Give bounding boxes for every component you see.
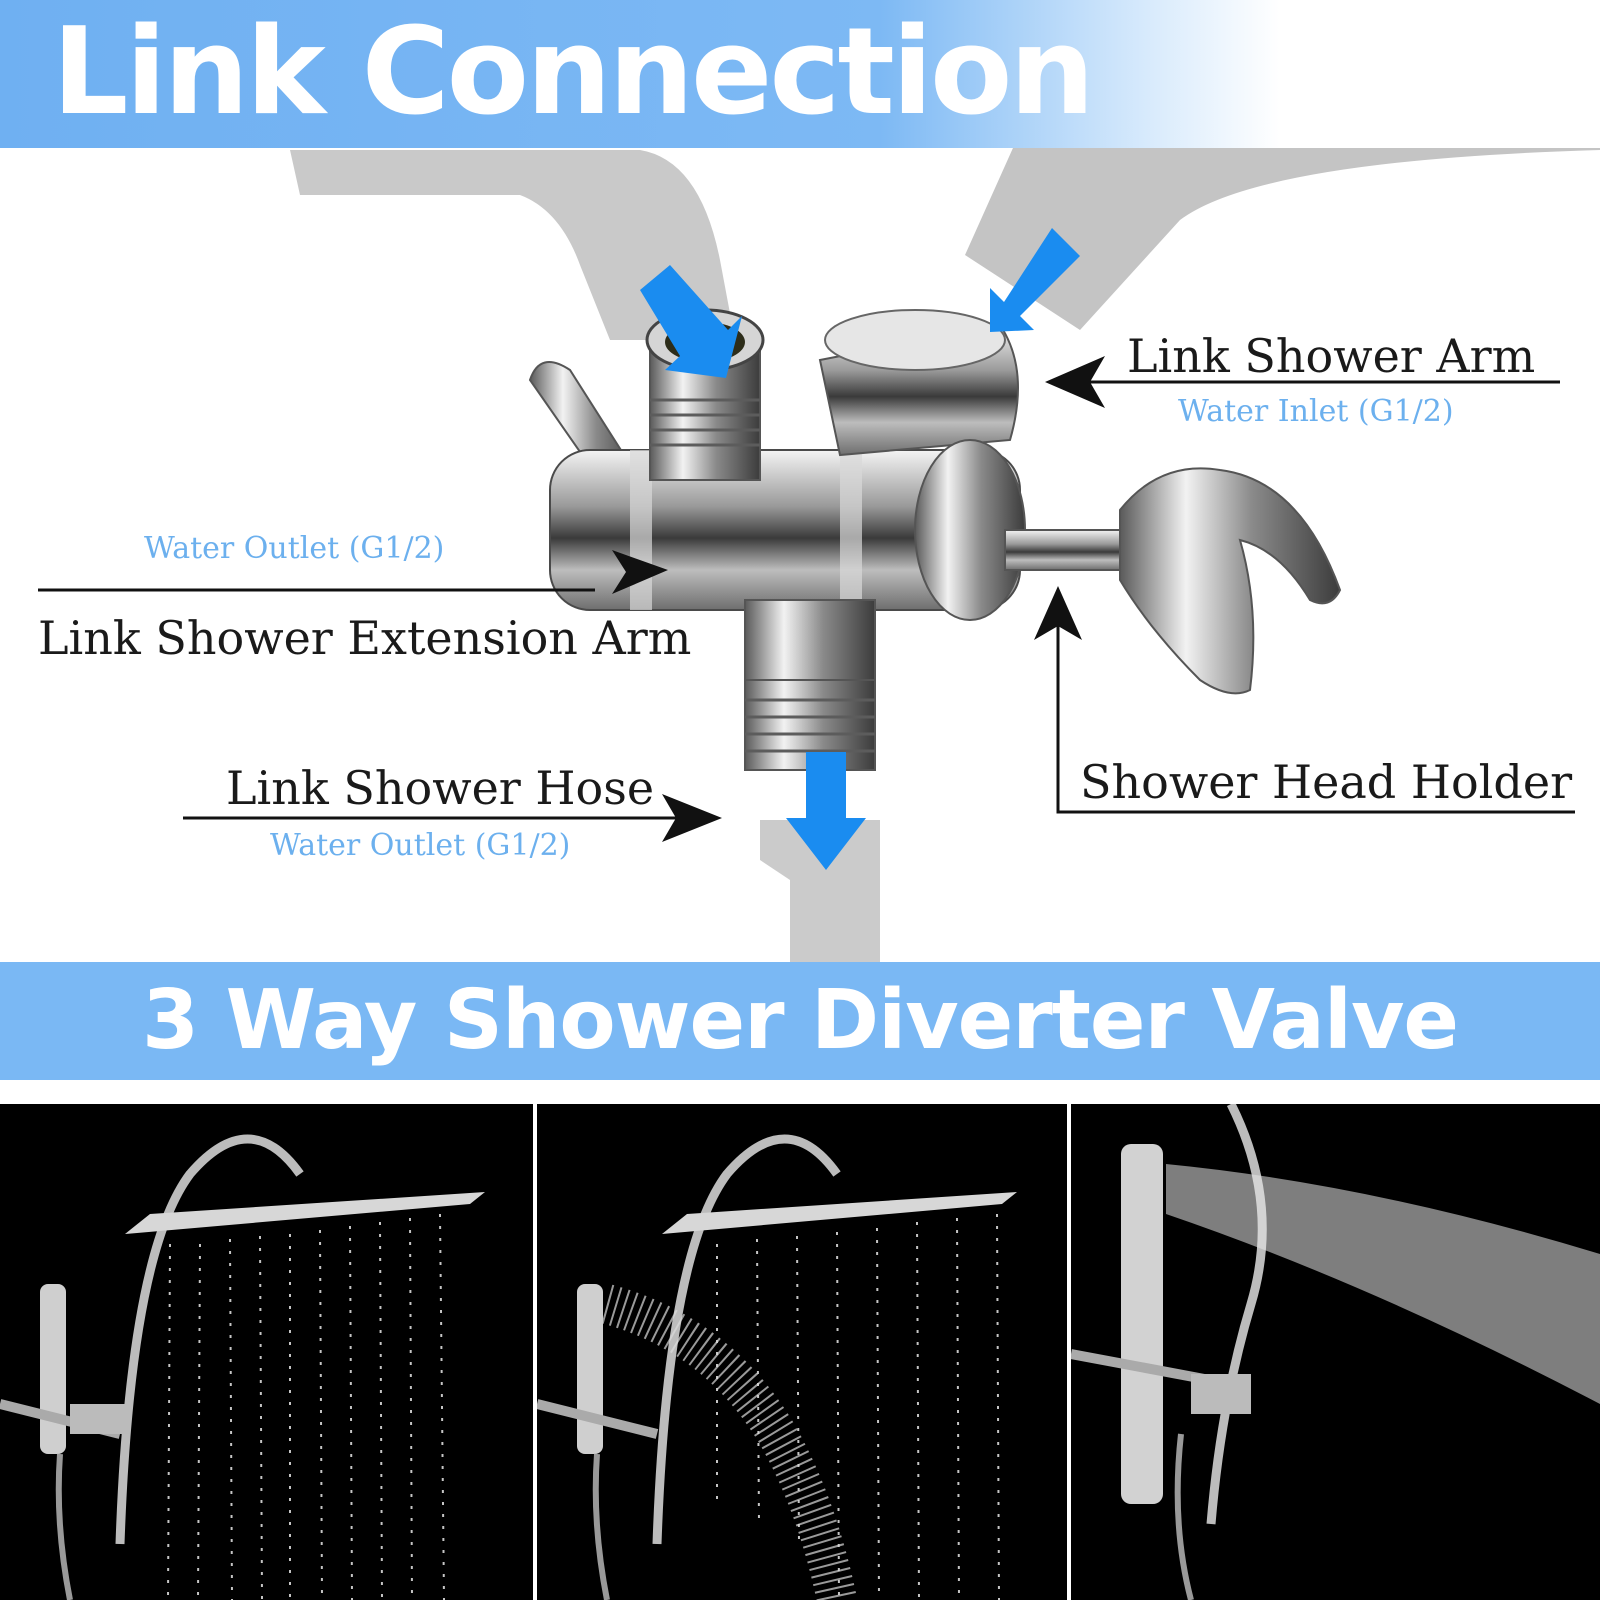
panel-handheld-mode	[1071, 1104, 1600, 1600]
rain-shower-icon	[0, 1134, 485, 1600]
top-banner	[0, 0, 1600, 148]
handheld-shower-icon	[1071, 1104, 1600, 1600]
product-banner	[0, 962, 1600, 1080]
label-hose-sub: Water Outlet (G1/2)	[270, 828, 571, 863]
outlet-arrow-icon	[786, 752, 866, 870]
pointer-arm-icon	[1045, 356, 1105, 408]
pointer-hose-icon	[662, 794, 722, 842]
pointer-extension-icon	[612, 550, 668, 594]
panel-rain-mode	[0, 1104, 533, 1600]
arm-arrow-icon	[990, 228, 1080, 332]
label-hose: Link Shower Hose	[226, 761, 655, 815]
page-title: Link Connection	[52, 3, 1095, 142]
label-shower-arm-sub: Water Inlet (G1/2)	[1178, 394, 1454, 429]
flow-arrows	[38, 228, 1575, 870]
label-extension-arm-sub: Water Outlet (G1/2)	[144, 531, 445, 566]
label-extension-arm: Link Shower Extension Arm	[38, 611, 692, 665]
panel-dual-mode	[537, 1104, 1067, 1600]
label-shower-arm: Link Shower Arm	[1127, 329, 1536, 383]
product-title: 3 Way Shower Diverter Valve	[141, 973, 1459, 1068]
pointer-holder-icon	[1034, 586, 1082, 640]
label-holder: Shower Head Holder	[1080, 755, 1573, 809]
rain-and-handheld-shower-icon	[537, 1134, 1017, 1600]
inlet-arrow-icon	[640, 265, 742, 378]
